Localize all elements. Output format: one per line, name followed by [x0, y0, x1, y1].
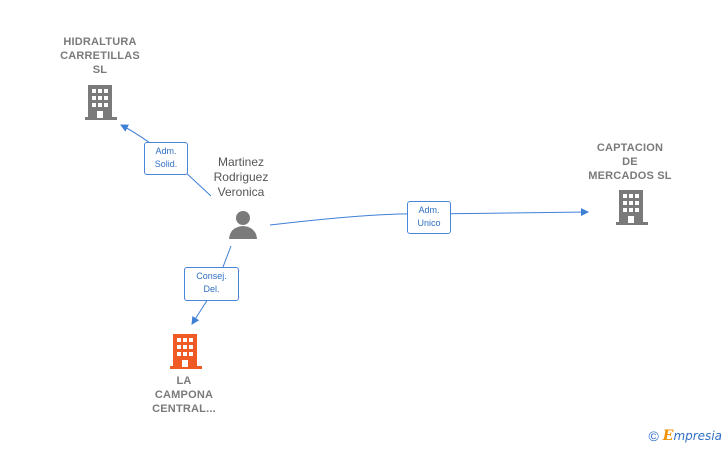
edge-label-line: Adm.: [418, 205, 440, 215]
node-name-line: CAMPONA: [154, 389, 214, 401]
brand-initial: E: [662, 428, 674, 444]
edge-label-line: Consej.: [196, 271, 227, 281]
brand-logo: Empresia: [663, 428, 722, 444]
edge-label-line: Adm.: [155, 146, 177, 156]
building-icon-focus[interactable]: [170, 334, 202, 370]
person-name-line: Martinez: [217, 155, 264, 169]
footer-brand: © Empresia: [648, 428, 722, 444]
node-name-line: CENTRAL...: [152, 403, 216, 415]
person-name-line: Veronica: [217, 185, 265, 199]
edge-label-adm-solid[interactable]: Adm. Solid.: [144, 142, 188, 175]
edge-label-line: Solid.: [154, 159, 178, 169]
person-label[interactable]: Martinez Rodriguez Veronica: [196, 155, 286, 200]
node-name-line: MERCADOS SL: [588, 170, 672, 182]
node-name-line: DE: [622, 156, 638, 168]
node-label-campona[interactable]: LA CAMPONA CENTRAL...: [130, 374, 238, 416]
edge-label-line: Del.: [203, 284, 220, 294]
node-name-line: SL: [92, 64, 108, 76]
brand-text: mpresia: [673, 429, 722, 443]
edge-label-line: Unico: [417, 218, 441, 228]
person-icon[interactable]: [227, 210, 259, 240]
node-name-line: LA: [176, 375, 192, 387]
person-name-line: Rodriguez: [213, 170, 269, 184]
node-name-line: CAPTACION: [596, 142, 664, 154]
node-name-line: HIDRALTURA: [63, 36, 137, 48]
building-icon[interactable]: [616, 190, 648, 226]
node-name-line: CARRETILLAS: [60, 50, 140, 62]
building-icon[interactable]: [85, 85, 117, 121]
node-label-captacion[interactable]: CAPTACION DE MERCADOS SL: [578, 141, 682, 183]
edge-label-adm-unico[interactable]: Adm. Unico: [407, 201, 451, 234]
edge-label-consej-del[interactable]: Consej. Del.: [184, 267, 239, 301]
copyright-icon: ©: [648, 428, 659, 444]
node-label-hidraltura[interactable]: HIDRALTURA CARRETILLAS SL: [48, 35, 152, 77]
